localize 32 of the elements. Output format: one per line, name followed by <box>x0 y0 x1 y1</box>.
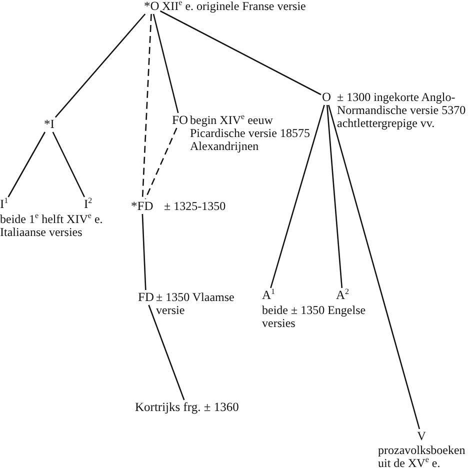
stemma-siglum: *O <box>144 0 160 13</box>
manuscript-note: begin XIV$^{e}$ eeuw Picardische versie 18575 Alexandrijnen <box>190 114 310 153</box>
stemma-line <box>52 132 86 198</box>
stemma-line <box>142 214 146 290</box>
stemma-line <box>8 132 46 198</box>
group-note: beide 1$^{e}$ helft XIV$^{e}$ e. Italiaanse versies <box>0 213 104 239</box>
stemma-line <box>270 104 325 288</box>
stemma-line <box>148 304 185 400</box>
stemma-line <box>54 14 146 118</box>
stemma-siglum: I$^{1}$ <box>0 198 8 211</box>
manuscript-note: ± 1350 Vlaamse versie <box>156 291 236 317</box>
manuscript-note: XII$^{e}$ e. originele Franse versie <box>162 0 307 13</box>
manuscript-note: prozavolksboeken uit de XV$^{e}$ e. <box>378 444 466 469</box>
manuscript-note: ± 1300 ingekorte Anglo-Normandische versie 5370 achtlettergrepige vv. <box>337 91 467 130</box>
group-note: beide ± 1350 Engelse versies <box>262 304 367 330</box>
stemma-line <box>144 128 178 200</box>
stemma-siglum: A$^{2}$ <box>336 289 350 302</box>
stemma-siglum: FO <box>172 114 188 127</box>
stemma-siglum: FD <box>138 291 154 304</box>
manuscript-note: ± 1325-1350 <box>164 200 227 213</box>
stemma-siglum: I$^{2}$ <box>84 198 92 211</box>
stemma-line <box>160 10 322 96</box>
stemma-line <box>152 14 179 114</box>
stemma-siglum: A$^{1}$ <box>262 289 276 302</box>
stemma-siglum: *I <box>44 118 54 131</box>
stemma-siglum: O <box>322 91 332 104</box>
stemma-siglum: Kortrijks frg. ± 1360 <box>135 401 239 414</box>
stemma-line <box>328 104 420 430</box>
stemma-line <box>142 14 152 200</box>
stemma-siglum: *FD <box>131 200 154 213</box>
stemma-siglum: V <box>417 430 426 443</box>
stemma-line <box>326 104 343 288</box>
